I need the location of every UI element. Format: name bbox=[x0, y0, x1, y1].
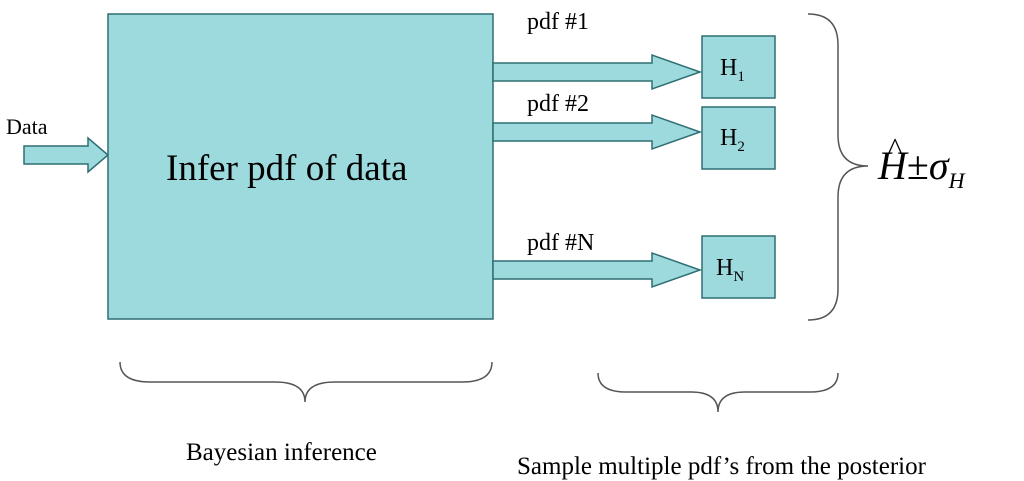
hypothesis-main-n: H bbox=[716, 255, 734, 281]
inference-box bbox=[107, 13, 494, 320]
hypothesis-sub-2: 2 bbox=[737, 139, 745, 155]
branch-arrow-2 bbox=[492, 113, 703, 151]
right-brace bbox=[807, 13, 869, 321]
estimate-formula: ^H±σH bbox=[878, 134, 964, 192]
hypothesis-sub-n: N bbox=[733, 269, 745, 285]
input-arrow bbox=[23, 136, 110, 174]
inference-box-label: Infer pdf of data bbox=[166, 148, 408, 189]
branch-arrow-n bbox=[492, 251, 703, 289]
caption-bayesian-inference: Bayesian inference bbox=[186, 439, 377, 466]
hypothesis-box-1 bbox=[701, 35, 776, 99]
bottom-brace-left bbox=[119, 361, 493, 403]
input-data-label: Data bbox=[6, 114, 48, 139]
hypothesis-main-1: H bbox=[720, 55, 738, 81]
branch-arrow-1 bbox=[492, 53, 703, 91]
pdf-label-n: pdf #N bbox=[527, 230, 595, 256]
hat-accent: ^ bbox=[888, 132, 903, 165]
sigma-subscript: H bbox=[948, 168, 965, 193]
hypothesis-box-2 bbox=[701, 106, 776, 170]
bottom-brace-right bbox=[597, 372, 839, 413]
sigma-symbol: σ bbox=[928, 143, 949, 188]
estimate-symbol: H bbox=[878, 143, 907, 188]
pdf-label-1: pdf #1 bbox=[527, 9, 589, 35]
plus-minus-sign: ± bbox=[906, 143, 929, 188]
hypothesis-label-n: HN bbox=[716, 255, 744, 285]
pdf-label-2: pdf #2 bbox=[527, 91, 589, 117]
hypothesis-label-2: H2 bbox=[720, 125, 745, 155]
hypothesis-label-1: H1 bbox=[720, 55, 745, 85]
hypothesis-main-2: H bbox=[720, 125, 738, 151]
hypothesis-sub-1: 1 bbox=[737, 69, 745, 85]
caption-sample-pdfs: Sample multiple pdf’s from the posterior bbox=[517, 453, 926, 480]
estimate-h-hat: ^H bbox=[878, 134, 907, 188]
hypothesis-box-n bbox=[701, 235, 776, 299]
